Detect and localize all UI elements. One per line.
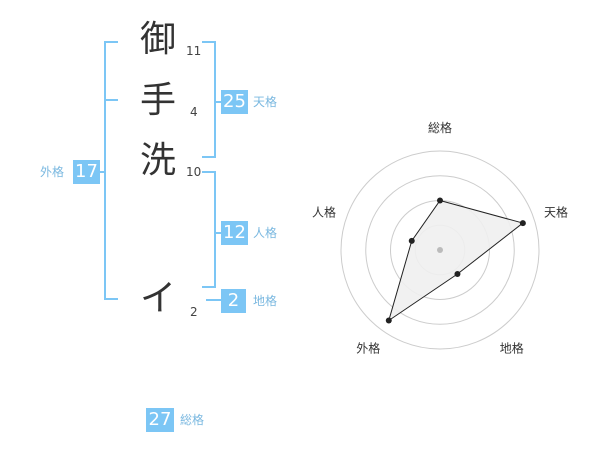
gaikaku-bracket-bottom: [104, 298, 118, 300]
gaikaku-label: 外格: [40, 165, 65, 179]
stroke-count-4: 2: [190, 305, 198, 319]
gaikaku-value-badge: 17: [73, 160, 100, 184]
name-char-4: イ: [140, 278, 177, 319]
tenkaku-bracket-bottom: [202, 156, 216, 158]
radar-axis-label-4: 人格: [312, 204, 336, 219]
radar-axis-label-1: 天格: [544, 204, 568, 219]
gaikaku-bracket-top: [104, 41, 118, 43]
radar-data-area: [387, 199, 524, 322]
radar-center-dot: [437, 247, 443, 253]
radar-point-0: [437, 197, 443, 204]
tenkaku-value-badge: 25: [221, 90, 248, 114]
radar-ring: [340, 150, 540, 350]
radar-point-3: [385, 317, 392, 324]
tenkaku-bracket-top: [202, 41, 216, 43]
stroke-count-1: 11: [186, 44, 202, 58]
jinkaku-bracket-vertical: [214, 171, 216, 288]
tenkaku-connector: [214, 101, 222, 103]
gaikaku-connector: [98, 171, 106, 173]
jinkaku-value-badge: 12: [221, 221, 248, 245]
name-char-1: 御: [140, 19, 177, 60]
jinkaku-label: 人格: [253, 226, 278, 240]
radar-ring: [365, 175, 515, 325]
name-char-3: 洗: [140, 140, 177, 181]
radar-axis-label-2: 地格: [500, 341, 524, 356]
stroke-count-2: 4: [190, 105, 198, 119]
radar-point-2: [454, 271, 461, 278]
tenkaku-bracket-vertical: [214, 41, 216, 158]
soukaku-label: 総格: [180, 413, 205, 427]
radar-axis-label-3: 外格: [356, 341, 380, 356]
jinkaku-bracket-top: [202, 171, 216, 173]
gaikaku-bracket-tick: [104, 99, 118, 101]
radar-point-4: [408, 237, 415, 244]
stroke-count-3: 10: [186, 165, 202, 179]
tenkaku-label: 天格: [253, 95, 278, 109]
radar-point-1: [519, 220, 526, 227]
soukaku-value-badge: 27: [146, 408, 174, 432]
radar-axis-label-0: 総格: [428, 120, 452, 135]
jinkaku-bracket-bottom: [202, 286, 216, 288]
chikaku-connector: [206, 299, 222, 301]
chikaku-label: 地格: [253, 294, 278, 308]
jinkaku-connector: [214, 232, 222, 234]
name-char-2: 手: [140, 80, 177, 121]
gaikaku-bracket-vertical: [104, 41, 106, 300]
chikaku-value-badge: 2: [221, 289, 246, 313]
